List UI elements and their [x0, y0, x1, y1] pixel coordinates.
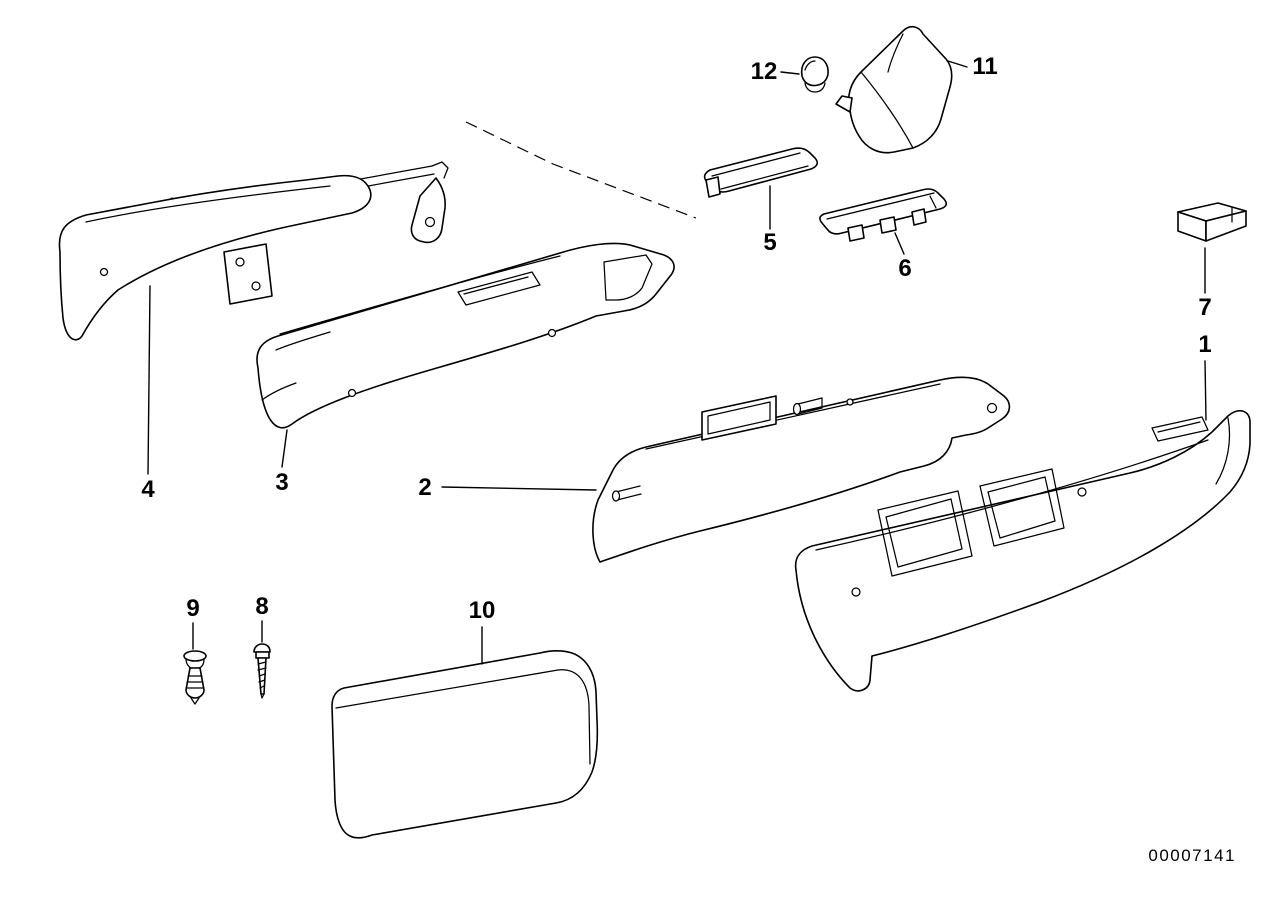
- part-drawing-3[interactable]: [256, 242, 675, 429]
- leader-line-11: [947, 60, 968, 68]
- part-drawing-2[interactable]: [592, 376, 1011, 563]
- callout-7[interactable]: 7: [1198, 294, 1212, 321]
- callout-10[interactable]: 10: [468, 597, 496, 624]
- part-drawing-1[interactable]: [794, 409, 1251, 692]
- leader-line-12: [780, 71, 800, 75]
- callout-4[interactable]: 4: [141, 476, 155, 503]
- part-drawing-4[interactable]: [58, 161, 449, 341]
- part-drawing-9[interactable]: [183, 650, 207, 705]
- leader-line-6: [894, 232, 905, 255]
- leader-line-4: [147, 285, 151, 475]
- leader-line-2: [441, 486, 597, 491]
- drawing-number: 00007141: [1148, 846, 1236, 865]
- callout-1[interactable]: 1: [1198, 331, 1212, 358]
- part-drawing-7[interactable]: [1177, 202, 1247, 242]
- callout-6[interactable]: 6: [898, 255, 912, 282]
- part-drawing-8[interactable]: [253, 643, 271, 699]
- callout-3[interactable]: 3: [275, 469, 289, 496]
- callout-2[interactable]: 2: [418, 474, 432, 501]
- part-drawing-12[interactable]: [800, 56, 829, 93]
- dashed-reference-line: [465, 121, 697, 219]
- callout-12[interactable]: 12: [750, 58, 778, 85]
- callout-8[interactable]: 8: [255, 593, 269, 620]
- callout-9[interactable]: 9: [186, 595, 200, 622]
- part-drawing-6[interactable]: [819, 188, 948, 242]
- callout-5[interactable]: 5: [763, 229, 777, 256]
- leader-lines: [147, 60, 1207, 665]
- part-drawing-10[interactable]: [331, 649, 599, 839]
- callout-11[interactable]: 11: [972, 53, 998, 80]
- leader-line-3: [281, 429, 288, 468]
- part-drawing-5[interactable]: [703, 147, 819, 198]
- leader-line-1: [1204, 360, 1207, 421]
- part-drawing-11[interactable]: [835, 25, 953, 154]
